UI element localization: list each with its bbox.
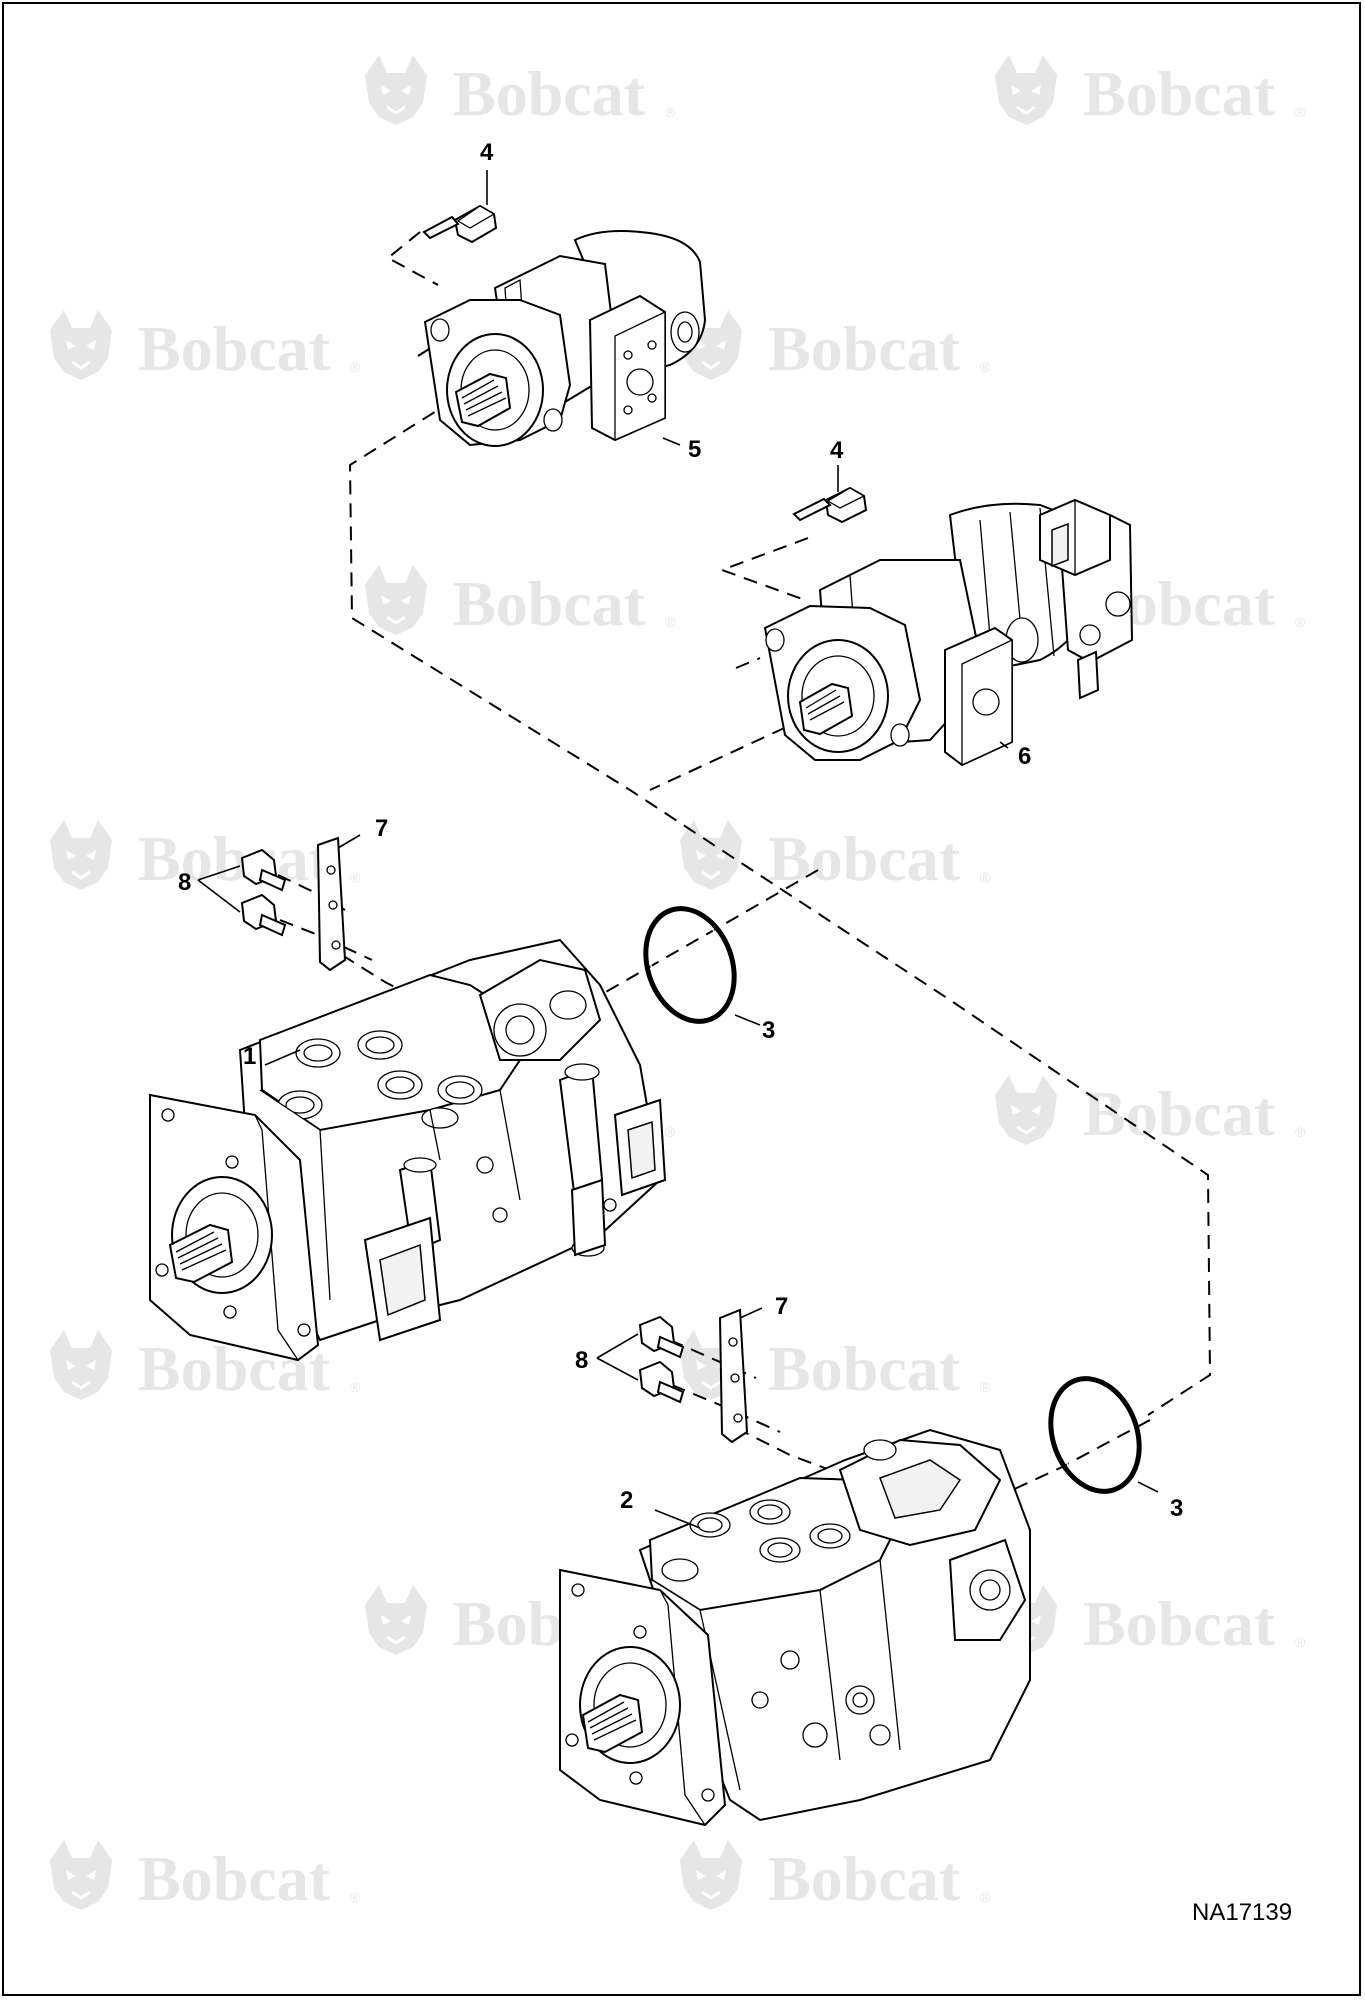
bobcat-logo-icon (363, 563, 429, 637)
callout-4-top: 4 (480, 139, 494, 166)
bobcat-watermark: Bobcat ® (363, 563, 676, 639)
watermark-registered-mark: ® (1295, 1634, 1306, 1650)
bobcat-logo-icon (993, 1073, 1059, 1147)
callout-8-upper: 8 (178, 869, 191, 896)
bolts-8-lower (638, 1315, 685, 1404)
watermark-brand-text: Bobcat (768, 313, 961, 384)
hydrostatic-pump-1 (149, 938, 667, 1362)
bobcat-watermark: Bobcat ® (678, 818, 991, 894)
watermark-registered-mark: ® (980, 1889, 991, 1905)
hydrostatic-pump-2 (559, 1428, 1031, 1827)
callout-labels: 4 5 4 6 7 8 1 3 7 8 2 3 (178, 139, 1183, 1522)
bobcat-logo-icon (48, 1838, 114, 1912)
bobcat-logo-icon (48, 308, 114, 382)
callout-5: 5 (688, 436, 701, 463)
watermark-registered-mark: ® (1295, 614, 1306, 630)
callout-2: 2 (620, 1487, 633, 1514)
callout-6: 6 (1018, 743, 1031, 770)
watermark-brand-text: Bobcat (1083, 1588, 1276, 1659)
bobcat-watermark: Bobcat ® (48, 818, 361, 894)
watermark-registered-mark: ® (350, 359, 361, 375)
watermark-registered-mark: ® (980, 869, 991, 885)
bolt-4-right (792, 486, 868, 524)
callout-7-lower: 7 (775, 1293, 788, 1320)
bobcat-logo-icon (363, 53, 429, 127)
watermark-brand-text: Bobcat (138, 823, 331, 894)
watermark-brand-text: Bobcat (768, 1843, 961, 1914)
bobcat-watermark: Bobcat ® (678, 1838, 991, 1914)
watermark-brand-text: Bobcat (768, 823, 961, 894)
watermark-registered-mark: ® (665, 614, 676, 630)
callout-3-lower: 3 (1170, 1495, 1183, 1522)
bobcat-watermark: Bobcat ® (363, 53, 676, 129)
bobcat-watermark: Bobcat ® (993, 1583, 1306, 1659)
bobcat-logo-icon (48, 818, 114, 892)
watermark-brand-text: Bobcat (453, 58, 646, 129)
watermark-registered-mark: ® (980, 1379, 991, 1395)
bobcat-watermark: Bobcat ® (993, 1073, 1306, 1149)
bobcat-logo-icon (678, 1838, 744, 1912)
watermark-brand-text: Bobcat (138, 313, 331, 384)
bracket-7-upper (316, 836, 347, 972)
gear-pump-5 (423, 230, 707, 447)
callout-3-upper: 3 (762, 1017, 775, 1044)
bobcat-watermark: Bobcat ® (678, 1328, 991, 1404)
watermark-brand-text: Bobcat (768, 1333, 961, 1404)
watermark-brand-text: Bobcat (1083, 58, 1276, 129)
watermark-registered-mark: ® (350, 869, 361, 885)
bolts-8-upper (240, 848, 287, 937)
watermark-registered-mark: ® (350, 1889, 361, 1905)
callout-8-lower: 8 (575, 1347, 588, 1374)
watermark-registered-mark: ® (1295, 104, 1306, 120)
watermark-brand-text: Bobcat (453, 568, 646, 639)
watermark-registered-mark: ® (980, 359, 991, 375)
drawing-number: NA17139 (1192, 1899, 1292, 1926)
o-ring-3-lower (1048, 1376, 1142, 1494)
callout-7-upper: 7 (375, 815, 388, 842)
bobcat-watermark: Bobcat ® (678, 308, 991, 384)
bobcat-logo-icon (48, 1328, 114, 1402)
callout-4-right: 4 (830, 437, 844, 464)
watermark-brand-text: Bobcat (1083, 1078, 1276, 1149)
watermark-registered-mark: ® (350, 1379, 361, 1395)
bobcat-logo-icon (363, 1583, 429, 1657)
bolt-4-top (422, 204, 498, 244)
bobcat-watermark: Bobcat ® (48, 308, 361, 384)
bracket-7-lower (718, 1308, 749, 1444)
bobcat-watermark: Bobcat ® (993, 53, 1306, 129)
bobcat-watermark: Bobcat ® (48, 1838, 361, 1914)
watermark-registered-mark: ® (1295, 1124, 1306, 1140)
watermark-brand-text: Bobcat (138, 1843, 331, 1914)
watermark-registered-mark: ® (665, 1124, 676, 1140)
bobcat-logo-icon (678, 818, 744, 892)
o-ring-3-upper (643, 906, 737, 1024)
watermark-registered-mark: ® (665, 104, 676, 120)
callout-1: 1 (243, 1043, 256, 1070)
leader-lines (197, 170, 1159, 1529)
gear-pump-6 (763, 498, 1134, 767)
bobcat-logo-icon (993, 53, 1059, 127)
